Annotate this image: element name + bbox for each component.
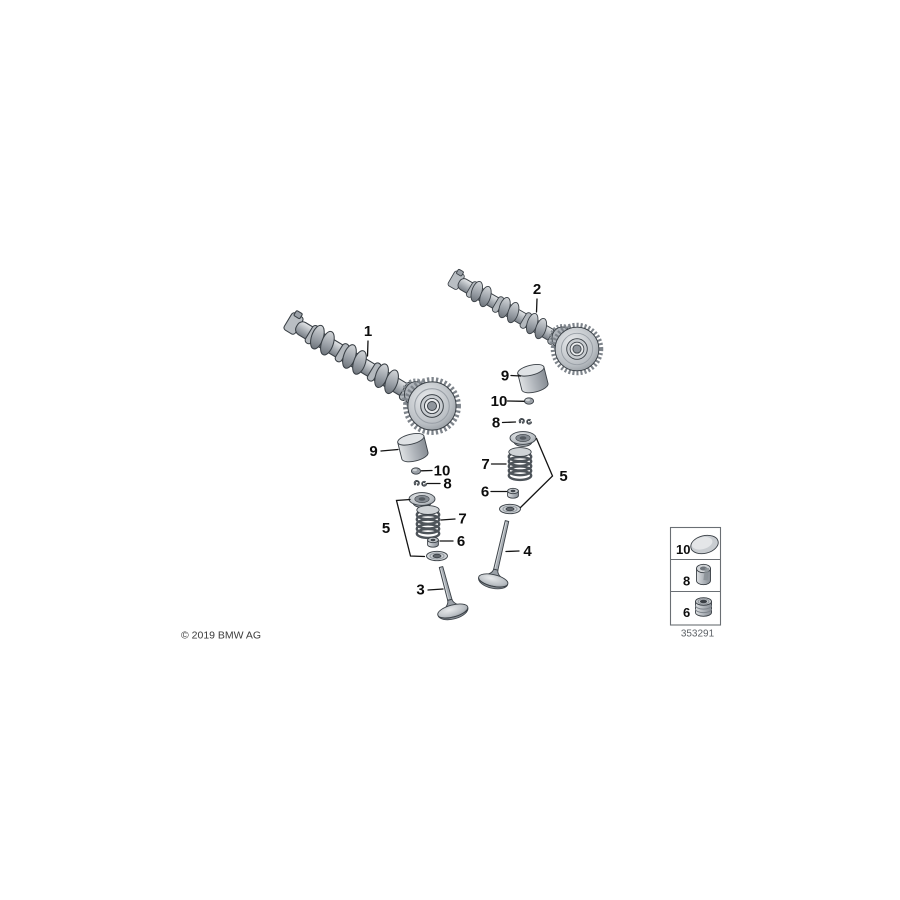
camshaft-2-drawing <box>445 266 601 373</box>
camshaft-1-sprocket <box>403 380 458 433</box>
spring-retainer-right <box>509 431 537 447</box>
bucket-tappet-left <box>396 430 430 465</box>
valve-stem-seal-right <box>507 487 519 499</box>
valve-keeper-icon <box>696 563 711 586</box>
adjusting-shim-right <box>523 397 535 405</box>
callout-seal-6-left[interactable]: 6 <box>457 533 465 550</box>
adjusting-shim-left <box>410 467 422 475</box>
callout-tappet-9-left[interactable]: 9 <box>369 443 377 460</box>
valve-spring-right <box>507 446 533 482</box>
callout-spring-7-right[interactable]: 7 <box>481 456 489 473</box>
callout-camshaft-1[interactable]: 1 <box>364 323 372 340</box>
legend-box: 10 8 6 <box>669 526 722 626</box>
callout-tappet-9-right[interactable]: 9 <box>501 368 509 385</box>
camshaft-2-sprocket <box>551 325 601 373</box>
valve-right-drawing <box>478 520 510 590</box>
legend-item-8-number: 8 <box>683 574 690 589</box>
diagram-number: 353291 <box>681 629 715 640</box>
assembly-bracket-left <box>395 498 426 558</box>
valve-keepers-left <box>414 480 427 487</box>
valve-stem-seal-icon <box>695 597 712 617</box>
callout-camshaft-2[interactable]: 2 <box>533 281 541 298</box>
valve-left-drawing <box>437 566 469 621</box>
valve-keepers-right <box>519 418 532 425</box>
callout-assembly-5-left[interactable]: 5 <box>382 520 390 537</box>
assembly-bracket-right <box>519 437 554 509</box>
callout-keepers-8-left[interactable]: 8 <box>443 476 451 493</box>
callout-keepers-8-right[interactable]: 8 <box>492 415 500 432</box>
spring-seat-left <box>425 550 449 562</box>
legend-item-10-number: 10 <box>676 542 690 557</box>
callout-valve-4[interactable]: 4 <box>523 543 532 560</box>
callout-valve-3[interactable]: 3 <box>416 582 424 599</box>
callout-shim-10-right[interactable]: 10 <box>491 393 508 410</box>
copyright-notice: © 2019 BMW AG <box>181 630 261 642</box>
spring-seat-right <box>498 503 522 515</box>
shim-icon <box>690 534 719 555</box>
valve-spring-left <box>415 504 441 540</box>
callout-shim-10-left[interactable]: 10 <box>434 463 451 480</box>
callout-assembly-5-right[interactable]: 5 <box>559 468 567 485</box>
leader-lines <box>366 298 554 591</box>
spring-retainer-left <box>408 492 436 508</box>
legend-item-6-number: 6 <box>683 605 690 620</box>
valve-stem-seal-left <box>427 536 439 548</box>
callout-seal-6-right[interactable]: 6 <box>481 484 489 501</box>
bucket-tappet-right <box>516 361 550 396</box>
callout-spring-7-left[interactable]: 7 <box>458 511 466 528</box>
